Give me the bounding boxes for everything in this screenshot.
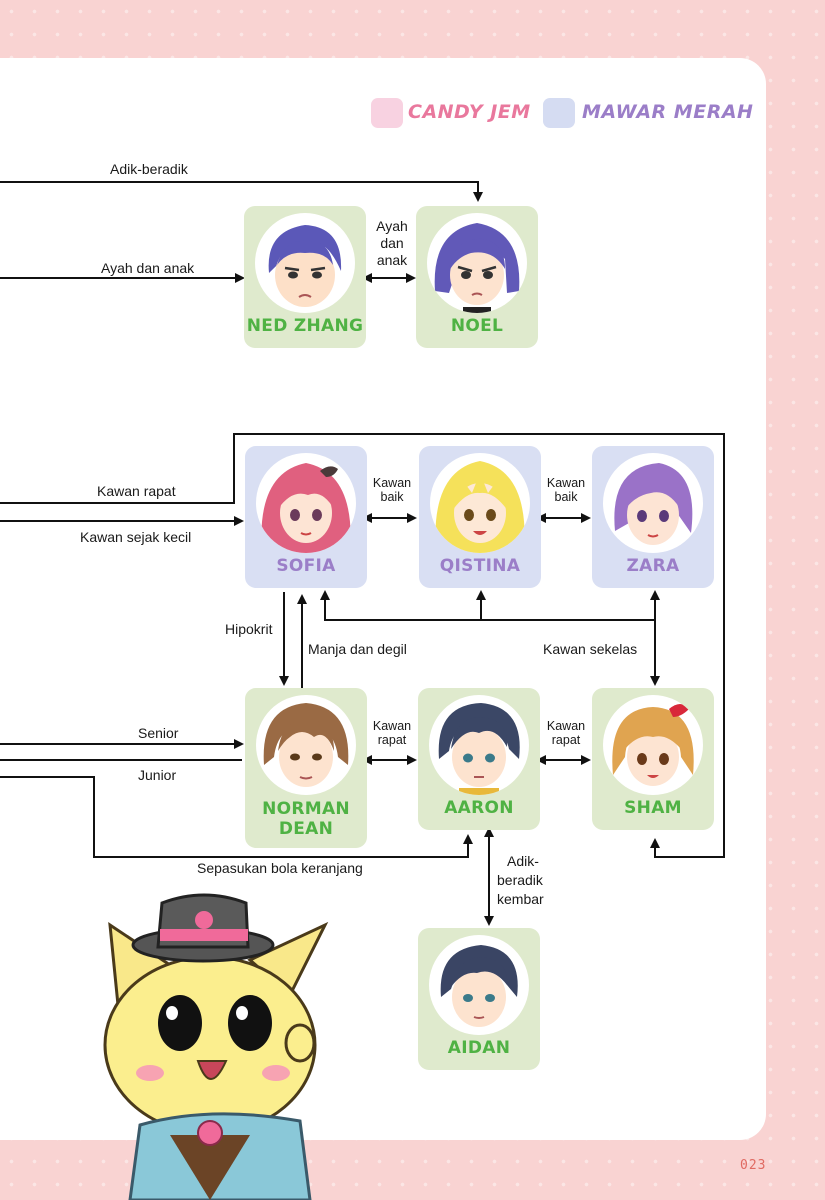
aaron-face-icon [438, 703, 520, 795]
character-card-sham[interactable]: SHAM [592, 688, 714, 830]
rel-senior: Senior [138, 725, 179, 741]
qistina-face-icon [435, 461, 525, 553]
rel-hipokrit: Hipokrit [225, 621, 273, 637]
portrait-aaron [429, 695, 529, 795]
line-sepasukan [0, 776, 473, 858]
rel-qistina-zara: Kawan baik [546, 476, 586, 504]
sham-face-icon [612, 704, 694, 786]
portrait-norman-dean [256, 695, 356, 795]
line-kawan-rapat-loop [0, 433, 725, 858]
character-card-aidan[interactable]: AIDAN [418, 928, 540, 1070]
portrait-zara [603, 453, 703, 553]
legend-swatch-mawar-merah [543, 98, 575, 128]
character-name: NORMAN DEAN [262, 799, 350, 839]
rel-kawan-sejak-kecil: Kawan sejak kecil [80, 529, 192, 545]
rel-ned-noel: Ayah dan anak [376, 218, 408, 268]
rel-ayah-dan-anak-left: Ayah dan anak [101, 260, 195, 276]
line-adik-beradik [0, 181, 483, 202]
rel-manja-dan-degil: Manja dan degil [308, 641, 407, 657]
character-card-ned-zhang[interactable]: NED ZHANG [244, 206, 366, 348]
portrait-ned-zhang [255, 213, 355, 313]
character-card-qistina[interactable]: QISTINA [419, 446, 541, 588]
character-name: NED ZHANG [246, 316, 364, 336]
character-name: SHAM [624, 798, 682, 818]
portrait-aidan [429, 935, 529, 1035]
aidan-face-icon [440, 945, 518, 1027]
zara-face-icon [614, 463, 693, 545]
line-kawan-sekelas-bus [324, 600, 655, 621]
page-number: 023 [740, 1158, 767, 1173]
rel-junior: Junior [138, 767, 177, 783]
character-name: SOFIA [276, 556, 336, 576]
norman-dean-face-icon [263, 703, 349, 787]
character-card-zara[interactable]: ZARA [592, 446, 714, 588]
portrait-sofia [256, 453, 356, 553]
character-card-noel[interactable]: NOEL [416, 206, 538, 348]
rel-aaron-aidan: Adik- beradik kembar [497, 853, 544, 907]
portrait-noel [427, 213, 527, 313]
rel-kawan-rapat: Kawan rapat [97, 483, 176, 499]
portrait-qistina [430, 453, 530, 553]
character-card-norman-dean[interactable]: NORMAN DEAN [245, 688, 367, 848]
rel-norman-aaron: Kawan rapat [372, 719, 412, 747]
character-name: ZARA [626, 556, 680, 576]
rel-sofia-qistina: Kawan baik [372, 476, 412, 504]
character-card-aaron[interactable]: AARON [418, 688, 540, 830]
sofia-face-icon [261, 463, 351, 553]
ned-zhang-face-icon [268, 225, 342, 307]
rel-kawan-sekelas: Kawan sekelas [543, 641, 638, 657]
portrait-sham [603, 695, 703, 795]
rel-sepasukan: Sepasukan bola keranjang [197, 860, 363, 876]
rel-adik-beradik: Adik-beradik [110, 161, 188, 177]
rel-aaron-sham: Kawan rapat [546, 719, 586, 747]
character-name: NOEL [450, 316, 504, 336]
legend-label-mawar-merah: MAWAR MERAH [582, 101, 754, 123]
character-name: QISTINA [439, 556, 521, 576]
character-name: AIDAN [447, 1038, 511, 1058]
legend-label-candy-jem: CANDY JEM [408, 101, 531, 123]
cat-mascot-icon [103, 893, 329, 1200]
legend-swatch-candy-jem [371, 98, 403, 128]
character-card-sofia[interactable]: SOFIA [245, 446, 367, 588]
noel-face-icon [434, 223, 520, 313]
character-name: AARON [444, 798, 514, 818]
